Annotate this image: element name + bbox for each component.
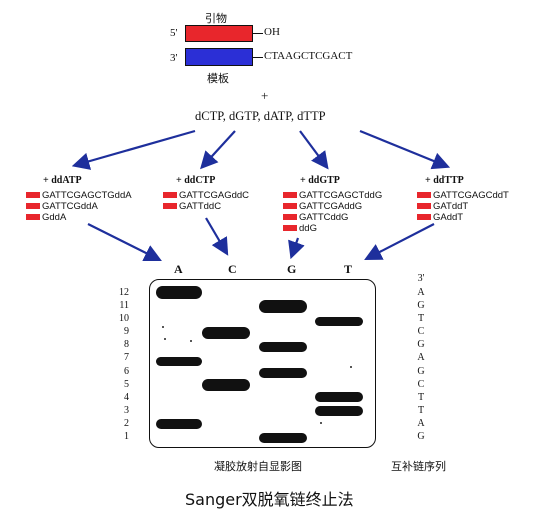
position-1: 1	[124, 431, 129, 442]
lane-label-c: C	[228, 262, 237, 276]
lane-label-a: A	[174, 262, 183, 276]
gel-band-c-5	[202, 379, 250, 391]
gel-speck	[320, 422, 322, 424]
complement-base-4: T	[417, 392, 425, 403]
five-prime-label: 5'	[170, 27, 178, 39]
three-prime-label: 3'	[170, 52, 178, 64]
position-5: 5	[124, 379, 129, 390]
fragment-ddatp-2: GATTCGddA	[26, 201, 98, 212]
complement-base-3: T	[417, 405, 425, 416]
gel-band-g-6	[259, 368, 307, 378]
fragment-ddatp-3: GddA	[26, 212, 66, 223]
complement-base-9: C	[417, 326, 425, 337]
position-2: 2	[124, 418, 129, 429]
oh-label: OH	[264, 26, 280, 38]
gel-speck	[350, 366, 352, 368]
template-connector	[253, 57, 263, 58]
primer-bar	[185, 25, 253, 42]
gel-speck	[164, 338, 166, 340]
position-11: 11	[119, 300, 129, 311]
fragment-ddgtp-4: ddG	[283, 223, 317, 234]
gel-band-t-4	[315, 392, 363, 402]
arrow-to-ddttp	[359, 129, 451, 170]
primer-label: 引物	[205, 13, 227, 25]
gel-caption: 凝胶放射自显影图	[214, 461, 302, 473]
complement-header: 3'	[417, 273, 425, 284]
fragment-ddatp-1: GATTCGAGCTGddA	[26, 190, 132, 201]
fragment-ddctp-2: GATTddC	[163, 201, 221, 212]
gel-band-g-8	[259, 342, 307, 352]
gel-band-g-1	[259, 433, 307, 443]
arrow-to-ddgtp	[299, 130, 329, 170]
dntp-mix: dCTP, dGTP, dATP, dTTP	[195, 109, 326, 123]
reaction-label-ddctp: + ddCTP	[176, 175, 216, 186]
lane-label-t: T	[344, 262, 353, 276]
reaction-label-ddttp: + ddTTP	[425, 175, 464, 186]
arrow-to-ddctp	[200, 130, 236, 170]
position-10: 10	[119, 313, 129, 324]
complement-base-5: C	[417, 379, 425, 390]
position-7: 7	[124, 352, 129, 363]
gel-band-a-7	[156, 357, 202, 366]
complement-base-10: T	[417, 313, 425, 324]
gel-band-g-11	[259, 300, 307, 313]
gel-band-a-12	[156, 286, 202, 299]
arrow-to-ddatp	[71, 129, 196, 170]
template-bar	[185, 48, 253, 66]
template-sequence: CTAAGCTCGACT	[264, 50, 353, 62]
fragment-ddgtp-2: GATTCGAddG	[283, 201, 362, 212]
fragment-ddgtp-1: GATTCGAGCTddG	[283, 190, 382, 201]
complement-base-6: G	[417, 366, 425, 377]
position-3: 3	[124, 405, 129, 416]
complement-base-7: A	[417, 352, 425, 363]
oh-connector	[253, 33, 263, 34]
position-6: 6	[124, 366, 129, 377]
complement-base-11: G	[417, 300, 425, 311]
position-4: 4	[124, 392, 129, 403]
gel-band-c-9	[202, 327, 250, 339]
lane-label-g: G	[287, 262, 297, 276]
arrow-c-to-gel	[205, 217, 229, 256]
complement-base-12: A	[417, 287, 425, 298]
reaction-label-ddatp: + ddATP	[43, 175, 82, 186]
position-8: 8	[124, 339, 129, 350]
complement-base-8: G	[417, 339, 425, 350]
gel-band-t-3	[315, 406, 363, 416]
gel-speck	[190, 340, 192, 342]
position-12: 12	[119, 287, 129, 298]
fragment-ddttp-1: GATTCGAGCddT	[417, 190, 509, 201]
complement-base-2: A	[417, 418, 425, 429]
gel-band-t-10	[315, 317, 363, 326]
complement-base-1: G	[417, 431, 425, 442]
position-9: 9	[124, 326, 129, 337]
gel-speck	[162, 326, 164, 328]
template-label: 模板	[207, 73, 229, 85]
fragment-ddttp-2: GATddT	[417, 201, 468, 212]
fragment-ddctp-1: GATTCGAGddC	[163, 190, 249, 201]
complement-caption: 互补链序列	[391, 461, 446, 473]
arrow-a-to-gel	[87, 223, 162, 261]
gel-band-a-2	[156, 419, 202, 429]
reaction-label-ddgtp: + ddGTP	[300, 175, 340, 186]
gel-autoradiograph	[149, 279, 376, 448]
arrow-g-to-gel	[288, 237, 305, 260]
fragment-ddgtp-3: GATTCddG	[283, 212, 348, 223]
plus-sign: +	[261, 88, 269, 103]
figure-title: Sanger双脱氧链终止法	[185, 490, 354, 509]
arrow-t-to-gel	[364, 223, 435, 261]
fragment-ddttp-3: GAddT	[417, 212, 463, 223]
